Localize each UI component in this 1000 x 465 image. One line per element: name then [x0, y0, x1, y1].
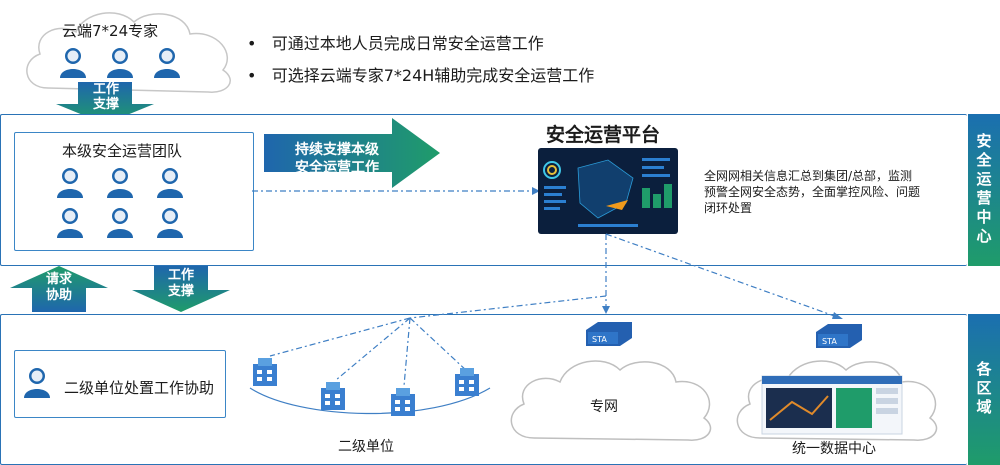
helper-person-icon — [24, 368, 50, 398]
secondary-help-box — [14, 350, 226, 418]
unit-building-icon — [321, 382, 345, 410]
team-person-icon — [57, 168, 83, 198]
team-person-icon — [157, 208, 183, 238]
work-support-mid-label: 工作 支撑 — [167, 268, 194, 299]
private-network-cloud — [510, 360, 712, 441]
team-person-icon — [57, 208, 83, 238]
team-person-icon — [107, 208, 133, 238]
platform-description: 全网网相关信息汇总到集团/总部，监测预警全网安全态势，全面掌控风险、问题闭环处置 — [704, 169, 921, 215]
units-label: 二级单位 — [338, 439, 394, 455]
svg-text:STA: STA — [822, 337, 837, 346]
continuous-support-arrow — [264, 118, 440, 188]
work-support-top-label: 工作 支撑 — [92, 82, 119, 112]
local-team-box — [14, 132, 254, 251]
unit-building-icon — [253, 358, 277, 386]
expert-cloud-label: 云端7*24专家 — [62, 22, 159, 40]
platform-dashboard-image — [538, 148, 678, 234]
work-support-mid-down-arrow — [132, 266, 230, 312]
bullet-item: • 可选择云端专家7*24H辅助完成安全运营工作 — [247, 66, 595, 85]
team-person-icon — [157, 168, 183, 198]
expert-person-icon — [154, 48, 180, 78]
continuous-support-label: 持续支撑本级 安全运营工作 — [295, 142, 379, 176]
platform-title: 安全运营平台 — [546, 124, 661, 146]
team-person-icon — [107, 168, 133, 198]
expert-person-icon — [107, 48, 133, 78]
request-help-label: 请求 协助 — [45, 272, 72, 303]
data-center-screenshot-image — [761, 375, 903, 435]
data-center-label: 统一数据中心 — [792, 441, 876, 457]
sta-device-icon: STA — [816, 324, 862, 348]
work-support-down-arrow — [56, 82, 154, 124]
regions-side-label: 各区域 — [968, 314, 1000, 465]
svg-text:STA: STA — [592, 335, 607, 344]
local-team-title: 本级安全运营团队 — [62, 142, 183, 160]
unit-building-icon — [455, 368, 479, 396]
team-platform-link — [252, 187, 540, 195]
request-help-up-arrow — [10, 266, 108, 312]
bullet-item: • 可通过本地人员完成日常安全运营工作 — [247, 34, 544, 53]
expert-person-icon — [60, 48, 86, 78]
sta-device-icon: STA — [586, 322, 632, 346]
unit-building-icon — [391, 388, 415, 416]
security-center-side-label: 安全运营中心 — [968, 114, 1000, 266]
secondary-help-label: 二级单位处置工作协助 — [64, 379, 215, 397]
private-network-label: 专网 — [590, 399, 618, 415]
